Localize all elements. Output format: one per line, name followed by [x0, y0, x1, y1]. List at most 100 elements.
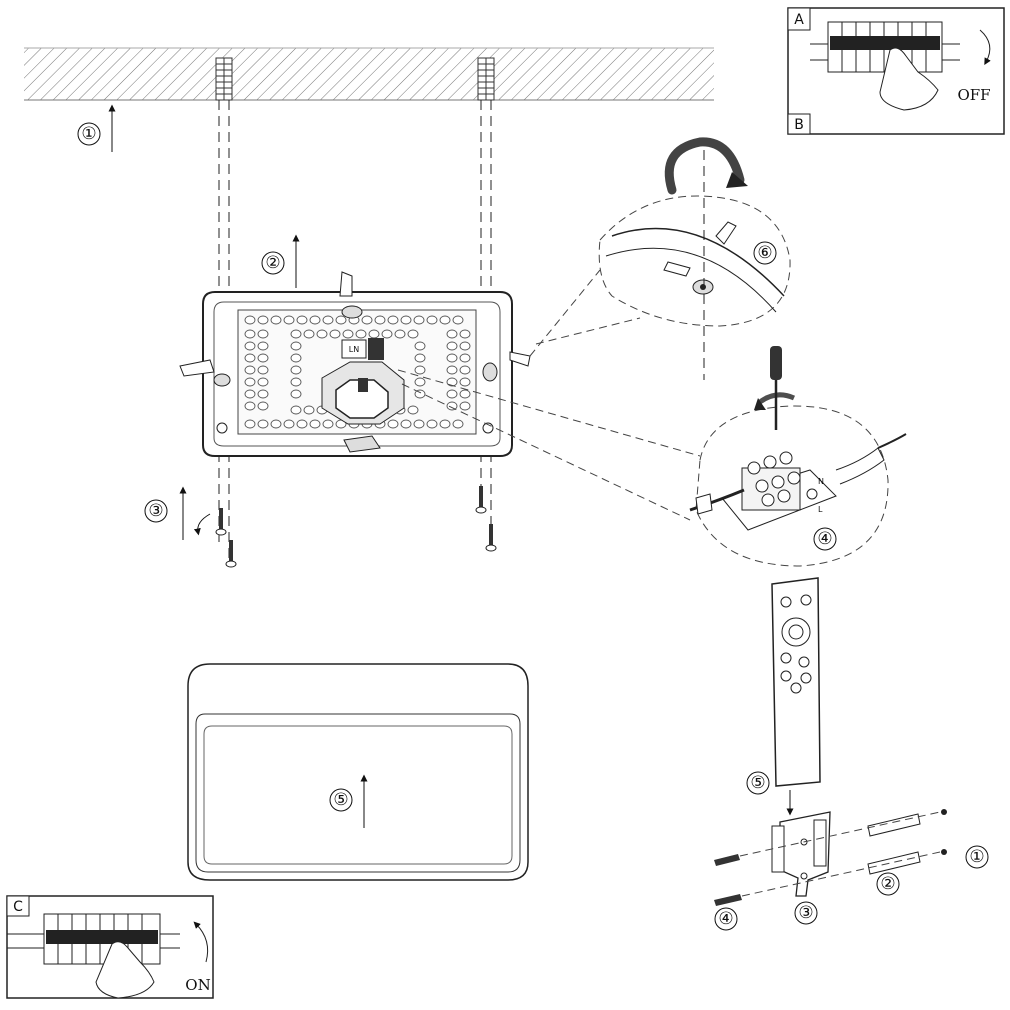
led-dot	[303, 405, 315, 415]
led-dot	[290, 365, 302, 375]
led-dot	[459, 377, 471, 387]
led-dot	[290, 405, 302, 415]
led-dot	[459, 353, 471, 363]
led-dot	[407, 329, 419, 339]
svg-text:⑥: ⑥	[757, 243, 772, 263]
step-2-plate-marker: ②	[261, 234, 300, 288]
detail-6-twist-lock: ⑥	[598, 137, 791, 380]
led-dot	[244, 329, 256, 339]
led-dot	[452, 419, 464, 429]
led-dot	[309, 315, 321, 325]
led-dot	[355, 329, 367, 339]
holder-screw-2	[714, 894, 742, 906]
wall-plug-right	[477, 57, 495, 101]
led-dot	[446, 389, 458, 399]
svg-text:OFF: OFF	[957, 86, 990, 104]
led-dot	[446, 377, 458, 387]
mounting-clip-right	[482, 351, 531, 382]
led-dot	[407, 405, 419, 415]
led-dot	[257, 401, 269, 411]
panel-breaker-off: A B OFF	[787, 7, 1005, 135]
svg-text:②: ②	[265, 253, 280, 273]
led-dot	[414, 365, 426, 375]
led-dot	[283, 419, 295, 429]
led-dot	[459, 341, 471, 351]
led-dot	[414, 341, 426, 351]
screw-right-1	[475, 486, 487, 514]
holder-step-markers: ① ② ③ ④	[714, 845, 989, 931]
led-dot	[290, 353, 302, 363]
led-dot	[446, 401, 458, 411]
led-dot	[459, 389, 471, 399]
svg-text:B: B	[794, 117, 804, 133]
led-dot	[387, 315, 399, 325]
led-dot	[342, 329, 354, 339]
led-dot	[257, 365, 269, 375]
svg-text:①: ①	[81, 124, 96, 144]
remote-insert-step: ⑤	[746, 771, 794, 816]
wall-plug-left	[215, 57, 233, 101]
mounting-clip-top	[339, 271, 363, 319]
svg-text:ON: ON	[185, 976, 210, 994]
led-dot	[257, 353, 269, 363]
led-dot	[257, 377, 269, 387]
led-dot	[309, 419, 321, 429]
svg-text:A: A	[794, 12, 804, 28]
led-dot	[244, 315, 256, 325]
led-dot	[244, 419, 256, 429]
led-dot	[296, 315, 308, 325]
led-dot	[459, 329, 471, 339]
detail-6-leader	[529, 269, 641, 357]
svg-text:⑤: ⑤	[750, 773, 765, 793]
led-dot	[257, 315, 269, 325]
svg-text:C: C	[13, 899, 23, 915]
terminal-connectors	[741, 451, 801, 511]
led-dot	[303, 329, 315, 339]
led-dot	[244, 401, 256, 411]
led-dot-grid	[244, 315, 471, 429]
step-3-screw-marker: ③	[144, 486, 211, 540]
svg-text:①: ①	[969, 847, 984, 867]
led-dot	[244, 365, 256, 375]
led-dot	[446, 329, 458, 339]
led-dot	[446, 365, 458, 375]
led-dot	[413, 419, 425, 429]
led-dot	[244, 341, 256, 351]
svg-text:④: ④	[817, 529, 832, 549]
screwdriver	[754, 346, 796, 430]
led-dot	[283, 315, 295, 325]
led-dot	[290, 377, 302, 387]
diffuser-cover: ⑤	[187, 663, 529, 881]
led-dot	[290, 341, 302, 351]
led-dot	[244, 377, 256, 387]
led-dot	[446, 353, 458, 363]
led-dot	[244, 353, 256, 363]
screw-left-2	[225, 540, 237, 568]
svg-text:③: ③	[148, 501, 163, 521]
remote-holder	[771, 811, 831, 897]
led-dot	[400, 315, 412, 325]
led-dot	[257, 341, 269, 351]
led-dot	[322, 315, 334, 325]
mounting-clip-left	[179, 359, 231, 387]
led-dot	[368, 329, 380, 339]
screw-right-2	[485, 524, 497, 552]
step-1-ceiling-marker: ①	[77, 104, 116, 152]
led-dot	[446, 341, 458, 351]
led-dot	[439, 315, 451, 325]
led-dot	[413, 315, 425, 325]
led-dot	[257, 419, 269, 429]
led-dot	[374, 315, 386, 325]
led-dot	[270, 419, 282, 429]
led-dot	[387, 419, 399, 429]
hand-icon-on	[95, 941, 155, 999]
led-dot	[452, 315, 464, 325]
led-dot	[329, 329, 341, 339]
svg-text:③: ③	[798, 903, 813, 923]
ceiling	[24, 47, 714, 101]
detail-4-leader	[397, 369, 701, 521]
svg-text:④: ④	[718, 909, 733, 929]
led-dot	[290, 389, 302, 399]
led-dot	[257, 329, 269, 339]
